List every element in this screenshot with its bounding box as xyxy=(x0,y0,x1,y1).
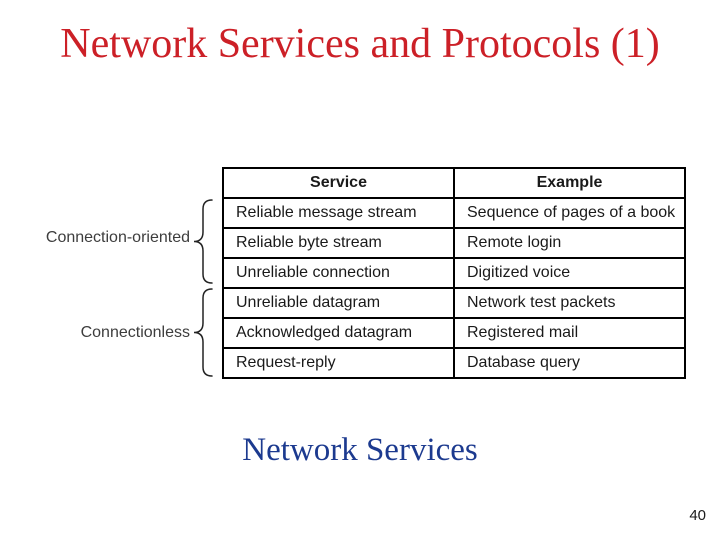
example-cell: Database query xyxy=(453,347,686,379)
table-row: Reliable byte stream Remote login xyxy=(222,227,686,259)
curly-brace-connection-oriented xyxy=(193,199,213,284)
table-row: Request-reply Database query xyxy=(222,347,686,379)
column-header-example: Example xyxy=(453,167,686,199)
table-row: Unreliable connection Digitized voice xyxy=(222,257,686,289)
service-cell: Request-reply xyxy=(222,347,455,379)
table-header-row: Service Example xyxy=(222,167,686,199)
example-cell: Remote login xyxy=(453,227,686,259)
column-header-service: Service xyxy=(222,167,455,199)
services-table: Service Example Reliable message stream … xyxy=(222,167,686,379)
curly-brace-connectionless xyxy=(193,288,213,377)
example-cell: Digitized voice xyxy=(453,257,686,289)
group-label-connection-oriented: Connection-oriented xyxy=(45,229,190,246)
table-row: Reliable message stream Sequence of page… xyxy=(222,197,686,229)
page-number: 40 xyxy=(689,507,706,524)
service-cell: Acknowledged datagram xyxy=(222,317,455,349)
group-label-connectionless: Connectionless xyxy=(80,324,190,341)
slide-title: Network Services and Protocols (1) xyxy=(60,21,660,67)
example-cell: Network test packets xyxy=(453,287,686,319)
table-caption: Network Services xyxy=(242,432,478,468)
example-cell: Sequence of pages of a book xyxy=(453,197,686,229)
service-cell: Unreliable datagram xyxy=(222,287,455,319)
service-cell: Reliable byte stream xyxy=(222,227,455,259)
table-row: Unreliable datagram Network test packets xyxy=(222,287,686,319)
service-cell: Unreliable connection xyxy=(222,257,455,289)
table-row: Acknowledged datagram Registered mail xyxy=(222,317,686,349)
example-cell: Registered mail xyxy=(453,317,686,349)
service-cell: Reliable message stream xyxy=(222,197,455,229)
